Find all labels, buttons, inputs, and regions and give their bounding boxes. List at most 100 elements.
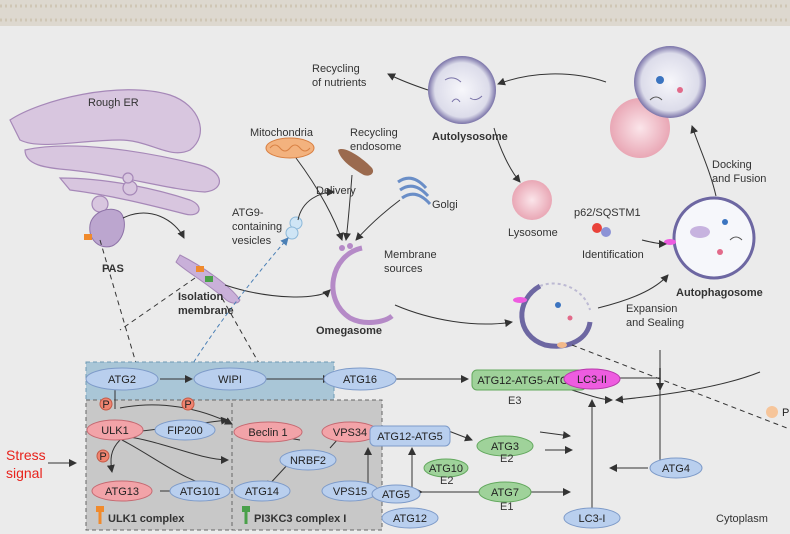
node-atg12: ATG12 xyxy=(381,507,439,529)
node-atg10: ATG10 xyxy=(423,458,469,478)
ulk1-complex-marker xyxy=(96,506,104,524)
label-golgi: Golgi xyxy=(432,199,458,211)
label-delivery: Delivery xyxy=(316,185,356,197)
node-atg3: ATG3 xyxy=(476,435,534,457)
node-wipi-label: WIPI xyxy=(218,374,242,386)
mitochondria-organelle xyxy=(265,137,315,159)
label-docking-fusion-2: and Fusion xyxy=(712,173,766,185)
node-atg12-label: ATG12 xyxy=(393,513,427,525)
phospho-marker-3: P xyxy=(96,449,110,463)
node-atg101-label: ATG101 xyxy=(180,486,220,498)
label-omegasome: Omegasome xyxy=(316,325,382,337)
pas-orange-marker xyxy=(84,234,92,240)
label-rough-er: Rough ER xyxy=(88,97,139,109)
node-vps34: VPS34 xyxy=(321,421,379,443)
label-e2-atg10: E2 xyxy=(440,475,453,487)
node-atg13: ATG13 xyxy=(91,480,153,502)
label-stress-signal-1: Stress xyxy=(6,447,46,463)
p62-molecule xyxy=(592,223,611,237)
node-fip200-label: FIP200 xyxy=(167,425,202,437)
pathway-arrows-upper xyxy=(122,73,717,328)
label-pi3kc3-complex: PI3KC3 complex I xyxy=(254,513,346,525)
node-atg4: ATG4 xyxy=(649,457,703,479)
pas-structure xyxy=(84,208,125,248)
node-vps34-label: VPS34 xyxy=(333,427,367,439)
atg9-dashed-link xyxy=(189,237,289,369)
node-beclin1: Beclin 1 xyxy=(233,421,303,443)
node-atg4-label: ATG4 xyxy=(662,463,690,475)
node-ulk1: ULK1 xyxy=(86,419,144,441)
node-atg13-label: ATG13 xyxy=(105,486,139,498)
node-atg12-atg5-atg16: ATG12-ATG5-ATG16 xyxy=(471,369,587,391)
node-lc3-ii: LC3-II xyxy=(563,368,621,390)
node-atg7-label: ATG7 xyxy=(491,487,519,499)
pe-molecule: PE xyxy=(766,406,790,419)
label-expansion-sealing-2: and Sealing xyxy=(626,317,684,329)
label-ulk1-complex: ULK1 complex xyxy=(108,513,185,525)
golgi-organelle xyxy=(397,176,432,206)
label-p62: p62/SQSTM1 xyxy=(574,207,641,219)
node-lc3-ii-label: LC3-II xyxy=(577,374,607,386)
label-mitochondria: Mitochondria xyxy=(250,127,314,139)
label-cytoplasm: Cytoplasm xyxy=(716,513,768,525)
label-isolation-membrane-1: Isolation xyxy=(178,291,224,303)
node-atg3-label: ATG3 xyxy=(491,441,519,453)
autophagosome-organelle xyxy=(664,196,756,280)
label-pas: PAS xyxy=(102,263,124,275)
node-fip200: FIP200 xyxy=(154,419,216,441)
label-autophagosome: Autophagosome xyxy=(676,287,763,299)
node-atg5: ATG5 xyxy=(371,484,421,504)
label-e1: E1 xyxy=(500,501,513,513)
atg9-vesicles-shape xyxy=(285,216,303,240)
label-atg9-vesicles-2: containing xyxy=(232,221,282,233)
pi3kc3-complex-marker xyxy=(242,506,250,524)
phagophore-expanding xyxy=(513,282,593,349)
label-recycling-endosome-2: endosome xyxy=(350,141,401,153)
fusion-vesicle xyxy=(610,46,706,158)
rough-er-organelle xyxy=(9,89,220,216)
node-atg101: ATG101 xyxy=(169,480,231,502)
node-lc3-i: LC3-I xyxy=(563,507,621,529)
label-membrane-sources-2: sources xyxy=(384,263,423,275)
label-recycling-nutrients-2: of nutrients xyxy=(312,77,367,89)
node-atg14-label: ATG14 xyxy=(245,486,279,498)
label-isolation-membrane-2: membrane xyxy=(178,305,234,317)
label-autolysosome: Autolysosome xyxy=(432,131,508,143)
phospho-marker-2-label: P xyxy=(184,399,191,411)
isolation-membrane-shape xyxy=(175,254,241,304)
node-wipi: WIPI xyxy=(193,367,267,391)
phospho-marker-1-label: P xyxy=(102,399,109,411)
cell-membrane-band xyxy=(0,0,790,26)
label-e2-atg3: E2 xyxy=(500,453,513,465)
label-recycling-endosome-1: Recycling xyxy=(350,127,398,139)
omegasome-shape xyxy=(330,243,394,325)
label-e3: E3 xyxy=(508,395,521,407)
node-atg2: ATG2 xyxy=(85,367,159,391)
node-lc3-i-label: LC3-I xyxy=(579,513,606,525)
label-atg9-vesicles-3: vesicles xyxy=(232,235,272,247)
lysosome-organelle xyxy=(512,180,552,220)
node-atg16-label: ATG16 xyxy=(343,374,377,386)
label-stress-signal-2: signal xyxy=(6,465,43,481)
node-atg12-atg5-atg16-label: ATG12-ATG5-ATG16 xyxy=(477,375,580,387)
node-vps15-label: VPS15 xyxy=(333,486,367,498)
phospho-marker-1: P xyxy=(99,397,113,411)
label-atg9-vesicles-1: ATG9- xyxy=(232,207,264,219)
label-docking-fusion-1: Docking xyxy=(712,159,752,171)
node-atg2-label: ATG2 xyxy=(108,374,136,386)
pe-label: PE xyxy=(782,407,790,419)
node-vps15: VPS15 xyxy=(321,480,379,502)
phospho-marker-2: P xyxy=(181,397,195,411)
node-nrbf2: NRBF2 xyxy=(279,449,337,471)
node-atg5-label: ATG5 xyxy=(382,489,410,501)
label-recycling-nutrients-1: Recycling xyxy=(312,63,360,75)
autolysosome-organelle xyxy=(428,56,496,124)
recycling-endosome-organelle xyxy=(338,149,374,176)
node-atg12-atg5-label: ATG12-ATG5 xyxy=(377,431,443,443)
node-nrbf2-label: NRBF2 xyxy=(290,455,326,467)
label-lysosome: Lysosome xyxy=(508,227,558,239)
label-membrane-sources-1: Membrane xyxy=(384,249,437,261)
label-identification: Identification xyxy=(582,249,644,261)
